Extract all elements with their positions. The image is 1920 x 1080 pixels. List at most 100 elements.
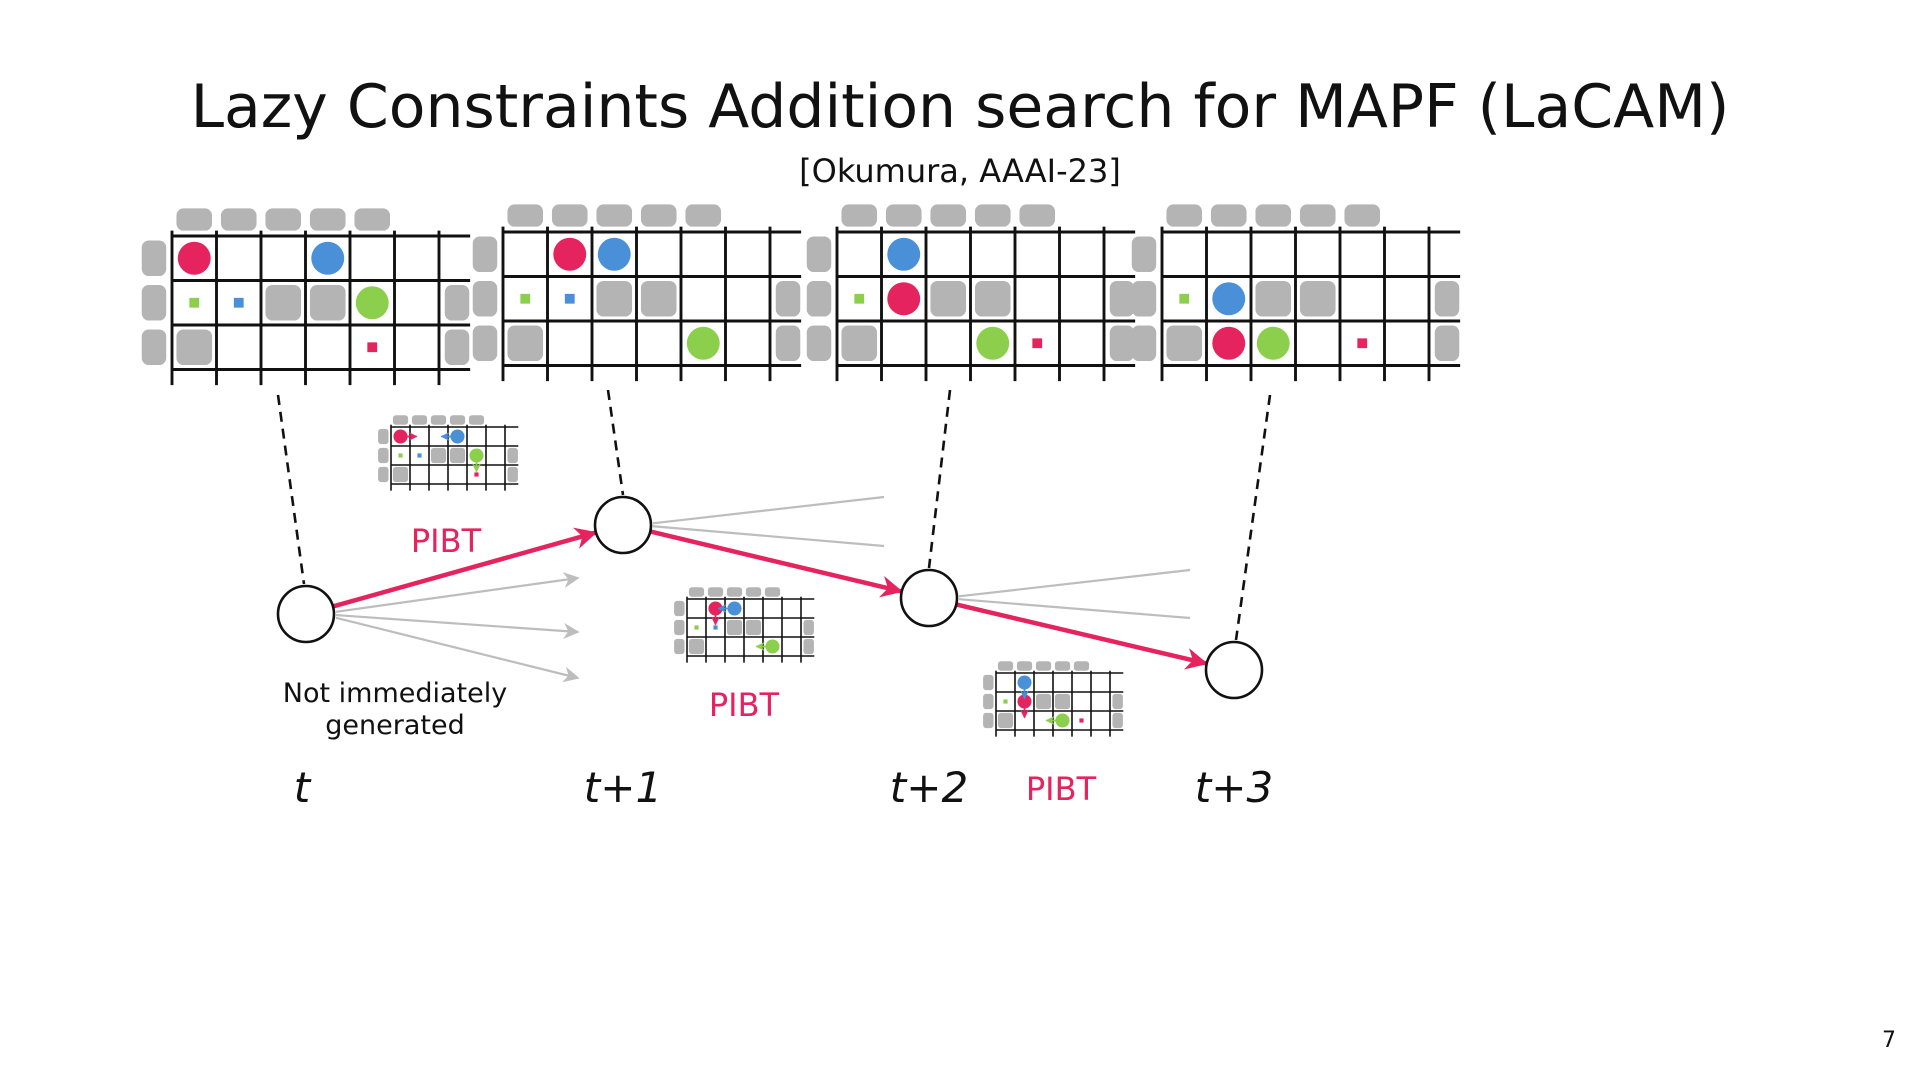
wall-block <box>1131 280 1157 317</box>
goal-green <box>520 293 531 304</box>
obstacle-cell <box>1255 280 1292 317</box>
wall-block <box>141 240 167 277</box>
wall-block <box>1344 204 1381 227</box>
wall-block <box>997 661 1014 671</box>
obstacle-cell <box>596 280 633 317</box>
wall-block <box>726 587 743 597</box>
wall-block <box>449 415 466 425</box>
agent-blue <box>450 429 465 444</box>
obstacle-cell <box>309 284 346 321</box>
wall-block <box>1109 280 1135 317</box>
wall-block <box>1112 693 1123 710</box>
wall-block <box>265 208 302 231</box>
wall-block <box>1255 204 1292 227</box>
dashed-connector <box>606 389 625 496</box>
agent-green <box>1055 713 1070 728</box>
agent-blue <box>1017 675 1032 690</box>
pibt-grid <box>674 587 815 663</box>
wall-block <box>688 587 705 597</box>
not-generated-label: Not immediately <box>283 678 507 709</box>
wall-block <box>551 204 588 227</box>
obstacle-cell <box>265 284 302 321</box>
pibt-edge <box>956 602 1208 670</box>
wall-block <box>596 204 633 227</box>
wall-block <box>430 415 447 425</box>
unexpanded-edge <box>335 572 580 613</box>
goal-red <box>1079 718 1084 723</box>
agent-red <box>177 241 211 275</box>
obstacle-cell <box>640 280 677 317</box>
wall-block <box>775 280 801 317</box>
config-grid <box>806 204 1136 382</box>
obstacle-cell <box>1054 693 1071 710</box>
obstacle-cell <box>392 466 409 483</box>
goal-green <box>854 293 865 304</box>
wall-block <box>806 236 832 273</box>
goal-red <box>1032 338 1043 349</box>
obstacle-cell <box>1299 280 1336 317</box>
wall-block <box>472 280 498 317</box>
goal-green <box>694 625 699 630</box>
wall-block <box>1166 204 1203 227</box>
obstacle-cell <box>176 329 213 366</box>
dashed-connector <box>927 389 952 569</box>
agent-blue <box>1212 282 1246 316</box>
obstacle-cell <box>745 619 762 636</box>
wall-block <box>1112 712 1123 729</box>
wall-block <box>775 325 801 362</box>
wall-block <box>707 587 724 597</box>
wall-block <box>378 428 389 445</box>
pibt-grid <box>983 661 1124 737</box>
wall-block <box>640 204 677 227</box>
agent-red <box>553 237 587 271</box>
obstacle-cell <box>1035 693 1052 710</box>
wall-block <box>468 415 485 425</box>
obstacle-cell <box>726 619 743 636</box>
agent-green <box>686 326 720 360</box>
wall-block <box>674 638 685 655</box>
goal-blue <box>713 625 718 630</box>
wall-block <box>674 619 685 636</box>
wall-block <box>1210 204 1247 227</box>
wall-block <box>674 600 685 617</box>
agent-green <box>469 448 484 463</box>
wall-block <box>885 204 922 227</box>
unexpanded-edge <box>652 495 885 525</box>
timestep-label-0: t <box>294 763 312 812</box>
wall-block <box>1131 325 1157 362</box>
wall-block <box>803 619 814 636</box>
config-grid <box>1131 204 1461 382</box>
agent-blue <box>311 241 345 275</box>
wall-block <box>507 204 544 227</box>
wall-block <box>806 280 832 317</box>
not-generated-label: generated <box>325 710 464 741</box>
wall-block <box>309 208 346 231</box>
page-number: 7 <box>1882 1028 1896 1053</box>
agent-red <box>887 282 921 316</box>
wall-block <box>354 208 391 231</box>
obstacle-cell <box>997 712 1014 729</box>
unexpanded-edge <box>335 613 580 639</box>
wall-block <box>1035 661 1052 671</box>
wall-block <box>764 587 781 597</box>
agent-red <box>393 429 408 444</box>
agent-blue <box>887 237 921 271</box>
wall-block <box>685 204 722 227</box>
agent-blue <box>597 237 631 271</box>
goal-green <box>1179 293 1190 304</box>
timestep-label-1: t+1 <box>584 763 662 812</box>
wall-block <box>841 204 878 227</box>
pibt-label: PIBT <box>1026 770 1097 808</box>
wall-block <box>1109 325 1135 362</box>
agent-green <box>765 639 780 654</box>
obstacle-cell <box>1166 325 1203 362</box>
wall-block <box>803 638 814 655</box>
agent-green <box>355 286 389 320</box>
wall-block <box>974 204 1011 227</box>
obstacle-cell <box>841 325 878 362</box>
wall-block <box>141 284 167 321</box>
wall-block <box>1131 236 1157 273</box>
unexpanded-edge <box>958 568 1191 598</box>
